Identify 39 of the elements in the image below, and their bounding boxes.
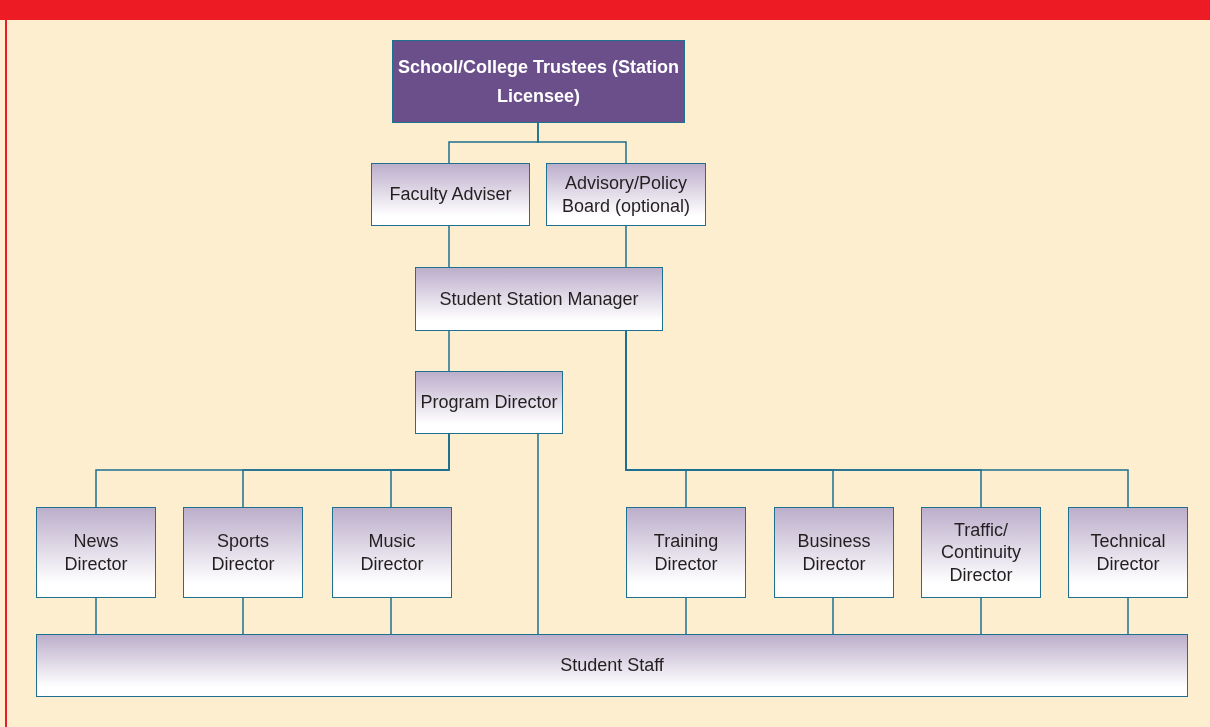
connector-line bbox=[95, 597, 97, 635]
role-title: News Director bbox=[63, 530, 129, 575]
role-box bbox=[774, 507, 894, 598]
role-title: Sports Director bbox=[210, 530, 276, 575]
role-box bbox=[546, 163, 706, 226]
role-title: Traffic/ Continuity Director bbox=[939, 518, 1022, 587]
connector-line bbox=[625, 225, 627, 268]
connector-line bbox=[537, 433, 539, 635]
connector-line bbox=[980, 597, 982, 635]
role-box bbox=[332, 507, 452, 598]
connector-line bbox=[448, 225, 450, 268]
connector-line bbox=[242, 597, 244, 635]
role-title: Student Staff bbox=[559, 654, 665, 677]
connector-line bbox=[537, 122, 627, 164]
connector-line bbox=[832, 597, 834, 635]
role-title: Music Director bbox=[359, 530, 425, 575]
role-box bbox=[921, 507, 1041, 598]
role-title: School/College Trustees (Station Licensee) bbox=[396, 55, 681, 108]
role-box bbox=[183, 507, 303, 598]
role-title: Program Director bbox=[419, 391, 559, 414]
connector-line bbox=[685, 597, 687, 635]
role-title: Training Director bbox=[652, 530, 720, 575]
role-title: Technical Director bbox=[1089, 530, 1167, 575]
connector-line bbox=[448, 330, 450, 372]
role-box bbox=[371, 163, 530, 226]
role-box bbox=[415, 267, 663, 331]
header-box bbox=[392, 40, 685, 123]
role-box bbox=[36, 507, 156, 598]
connector-line bbox=[1127, 597, 1129, 635]
role-title: Student Station Manager bbox=[438, 287, 640, 311]
role-box bbox=[626, 507, 746, 598]
role-box bbox=[1068, 507, 1188, 598]
connector-line bbox=[390, 433, 450, 508]
connector-line bbox=[390, 597, 392, 635]
role-title: Business Director bbox=[796, 530, 872, 575]
role-box bbox=[415, 371, 563, 434]
role-title: Faculty Adviser bbox=[388, 183, 513, 206]
role-title: Advisory/Policy Board (optional) bbox=[560, 172, 692, 217]
role-box bbox=[36, 634, 1188, 697]
